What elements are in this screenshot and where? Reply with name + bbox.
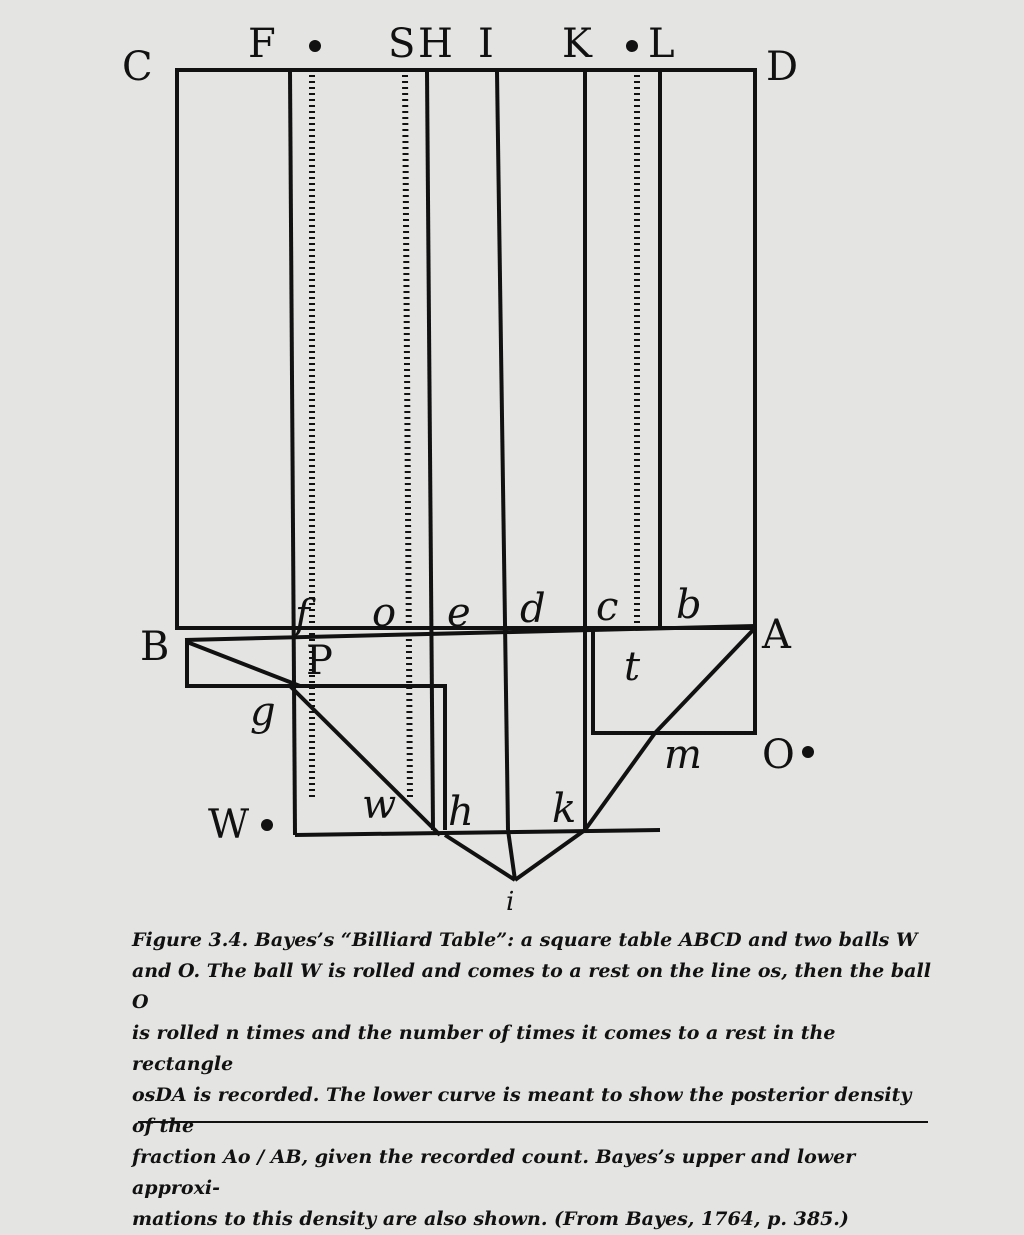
dot-f [309,40,321,52]
label-s: S [388,21,415,67]
label-c: C [122,44,153,90]
caption-line: mations to this density are also shown. … [132,1208,849,1230]
label-c-lower: c [596,584,618,630]
ball-o-dot [802,746,814,758]
label-i-lower: i [506,887,514,917]
label-b: B [140,624,169,670]
label-k-lower: k [552,786,576,832]
caption-line: osDA is recorded. The lower curve is mea… [132,1084,912,1137]
label-o-lower: o [372,590,396,636]
vertical-line-h [425,71,435,831]
label-p: P [306,638,333,684]
diagonal-ki [513,828,587,882]
label-d-lower: d [520,586,546,632]
dot-l [626,40,638,52]
stem-i [506,829,517,881]
label-w-lower: w [362,782,396,828]
lower-left-rect [185,640,447,830]
ball-w-dot [261,819,273,831]
diagonal-gh [288,684,442,837]
page: C F S H I K L D B A f o e d c b P t g m … [122,21,931,1230]
label-f: F [248,21,276,67]
label-o-ball: O [762,732,795,778]
caption-line: Figure 3.4. Bayes’s “Billiard Table”: a … [132,929,918,951]
vertical-line-i [495,71,510,831]
label-h: H [418,21,453,67]
label-a: A [761,612,792,658]
billiard-table-diagram: C F S H I K L D B A f o e d c b P t g m … [122,21,814,917]
table-rectangle [175,68,757,630]
label-h-lower: h [448,789,474,835]
diagonal-bg [186,640,301,688]
dotted-curve-middle [402,74,413,801]
figure-caption: Figure 3.4. Bayes’s “Billiard Table”: a … [132,925,932,1235]
diagonal-am [653,626,757,735]
label-g: g [250,689,276,735]
caption-rule [138,1121,928,1123]
diagonal-hi [443,833,517,882]
caption-line: and O. The ball W is rolled and comes to… [132,960,931,1013]
label-l: L [648,21,675,67]
label-w-ball: W [208,802,249,848]
label-e: e [447,590,471,636]
label-t: t [624,644,641,690]
caption-line: is rolled n times and the number of time… [132,1022,836,1075]
bottom-line [294,828,661,837]
label-i: I [478,21,494,67]
label-k: K [562,21,593,67]
label-m: m [664,732,702,778]
label-d: D [766,44,798,90]
caption-line: fraction Ao / AB, given the recorded cou… [132,1146,856,1199]
diagonal-mk [583,731,657,832]
label-b-lower: b [676,582,702,628]
lower-right-rect [591,628,757,735]
vertical-line-f [288,71,297,836]
